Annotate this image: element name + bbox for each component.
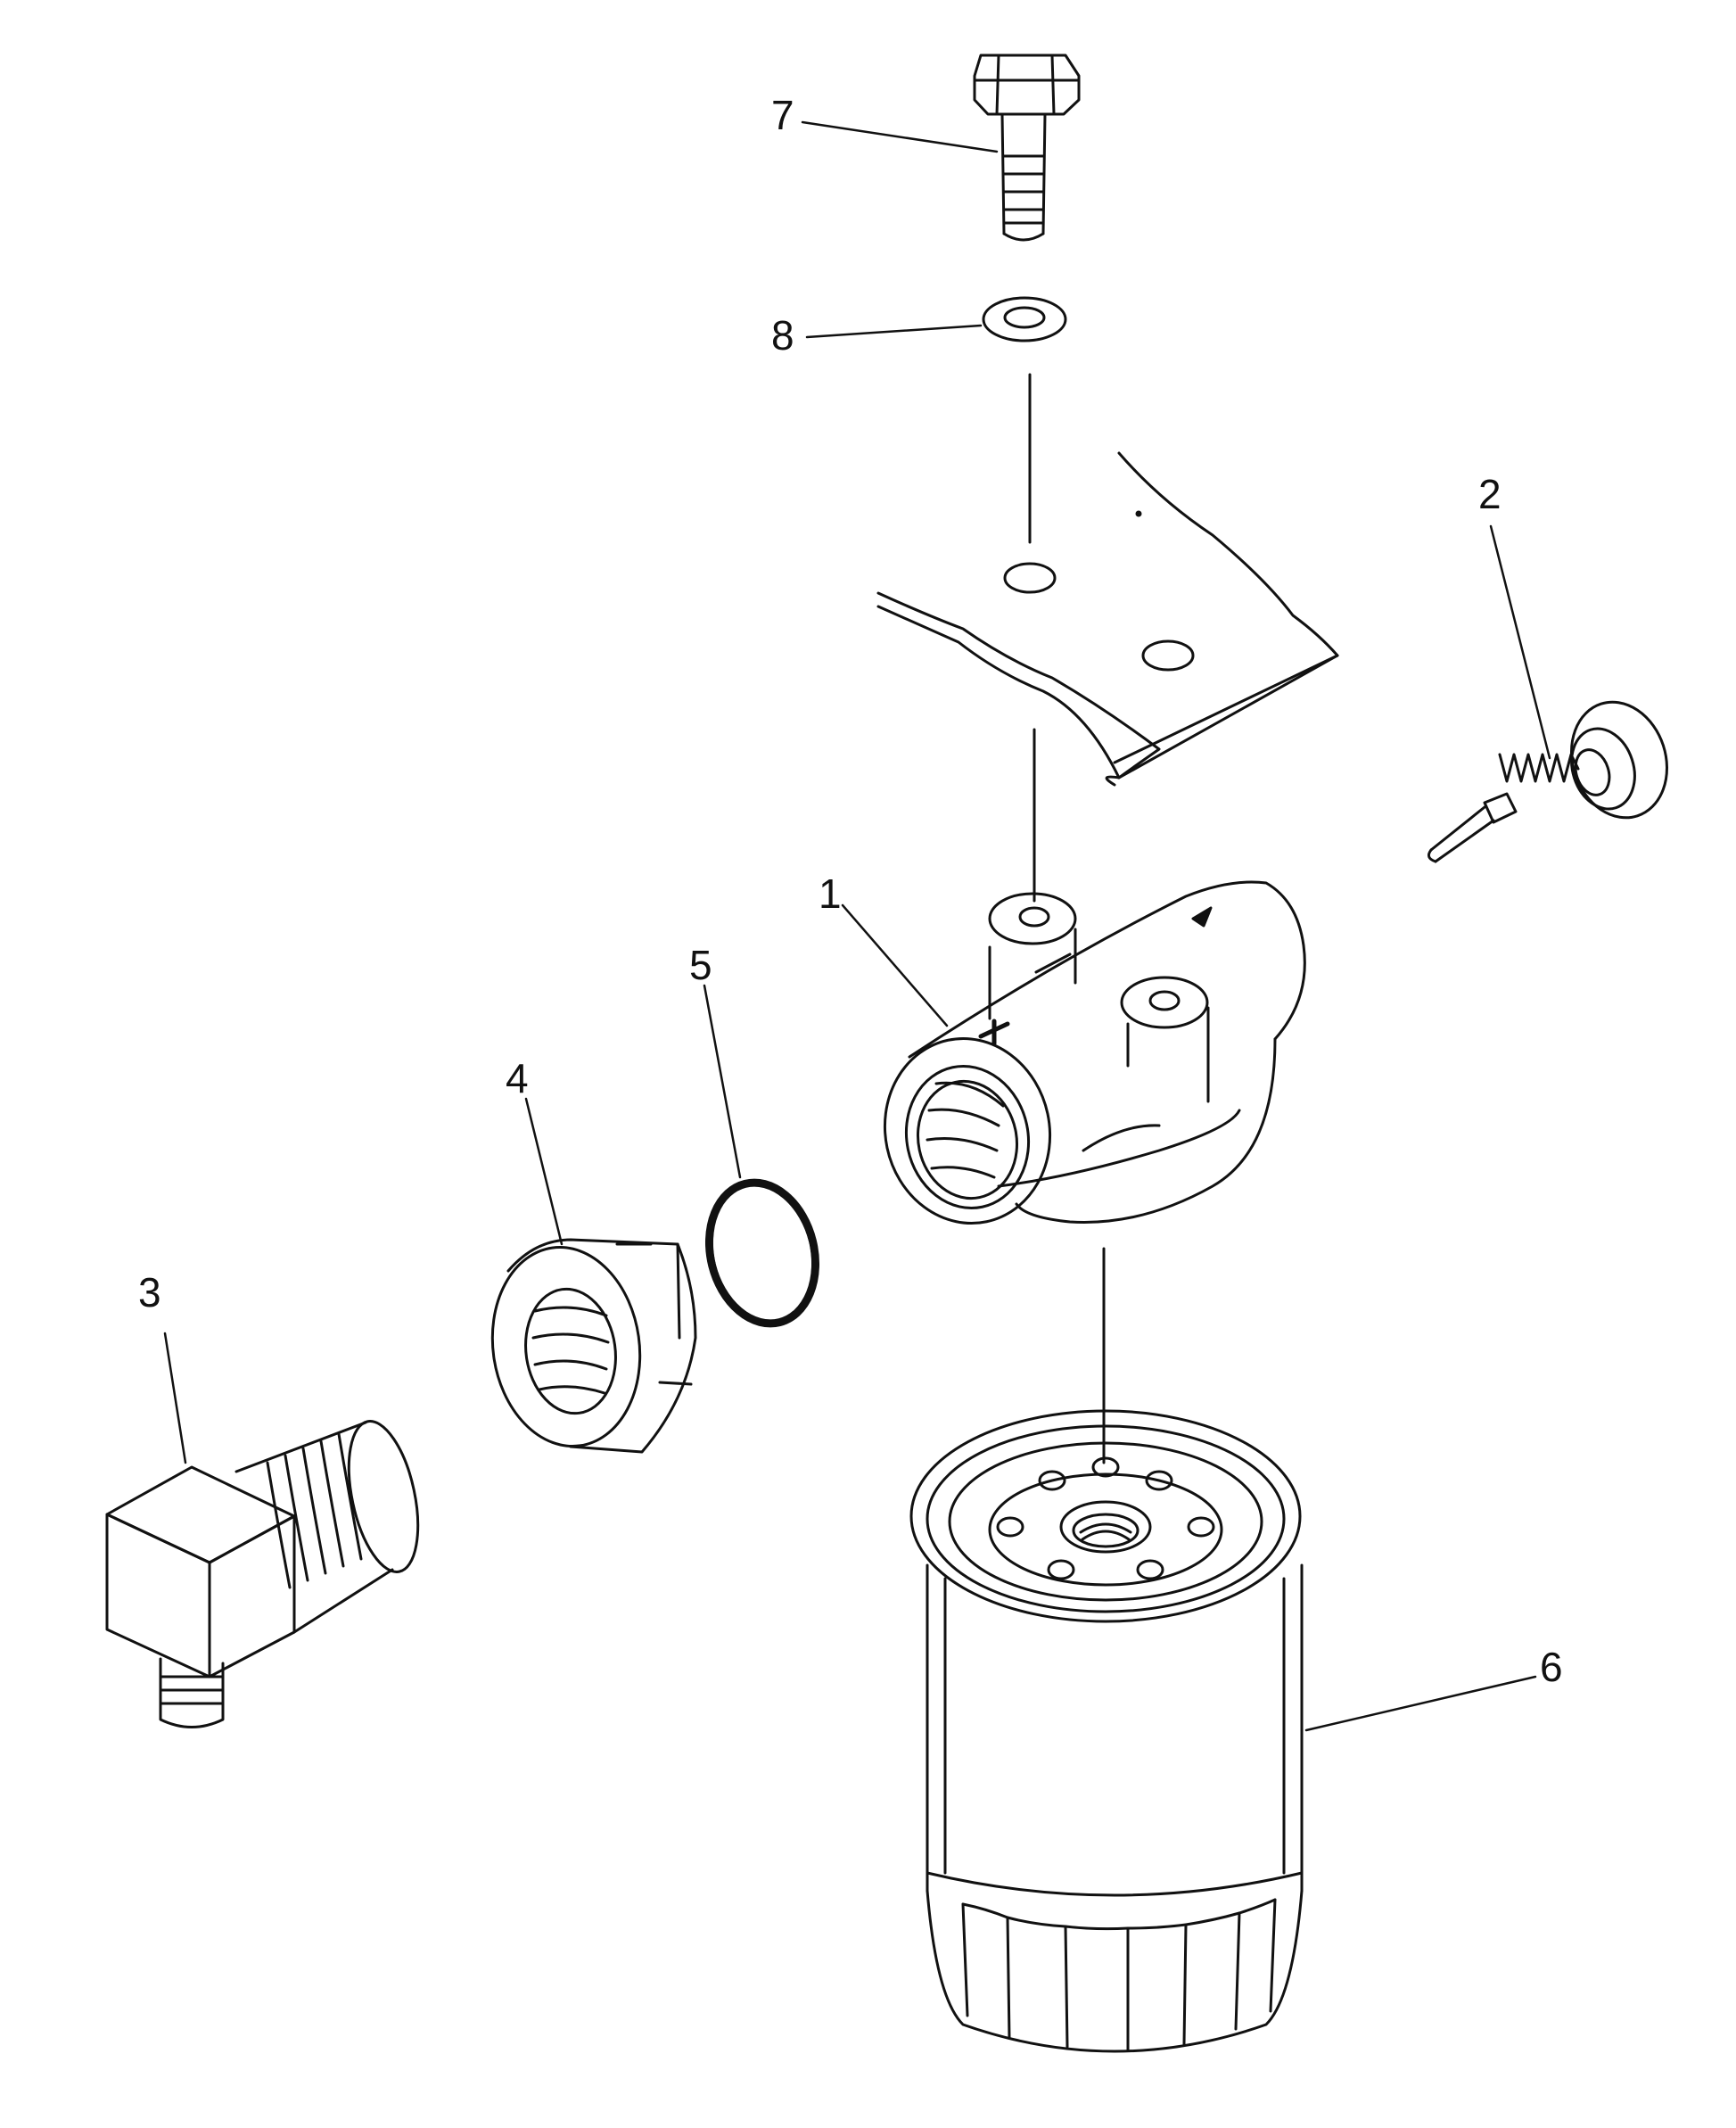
leader-line-4	[526, 1099, 562, 1244]
callout-5: 5	[689, 942, 712, 988]
bracket-plate	[878, 453, 1337, 785]
callout-2: 2	[1478, 471, 1502, 517]
leader-line-6	[1306, 1677, 1535, 1730]
o-ring-part-5	[695, 1171, 829, 1334]
elbow-fitting-part-3	[107, 1415, 430, 1728]
relief-valve-part-2	[1428, 689, 1681, 862]
bolt-part-7	[975, 55, 1079, 240]
leader-line-5	[704, 986, 740, 1177]
leader-line-2	[1491, 526, 1550, 758]
leader-line-1	[843, 905, 947, 1026]
washer-part-8	[983, 298, 1065, 341]
callout-4: 4	[506, 1055, 529, 1101]
callout-6: 6	[1540, 1644, 1563, 1690]
filter-cartridge-part-6	[911, 1411, 1302, 2051]
leader-line-7	[802, 122, 997, 152]
callout-8: 8	[771, 312, 794, 359]
callout-1: 1	[819, 870, 842, 917]
filter-head-part-1	[868, 882, 1304, 1239]
leader-lines	[165, 122, 1550, 1730]
callout-7: 7	[771, 92, 794, 138]
leader-line-8	[807, 326, 981, 337]
leader-line-3	[165, 1333, 185, 1463]
adapter-nut-part-4	[480, 1238, 695, 1456]
callout-labels: 7 8 2 1 5 4 3 6	[138, 92, 1563, 1690]
callout-3: 3	[138, 1269, 161, 1316]
